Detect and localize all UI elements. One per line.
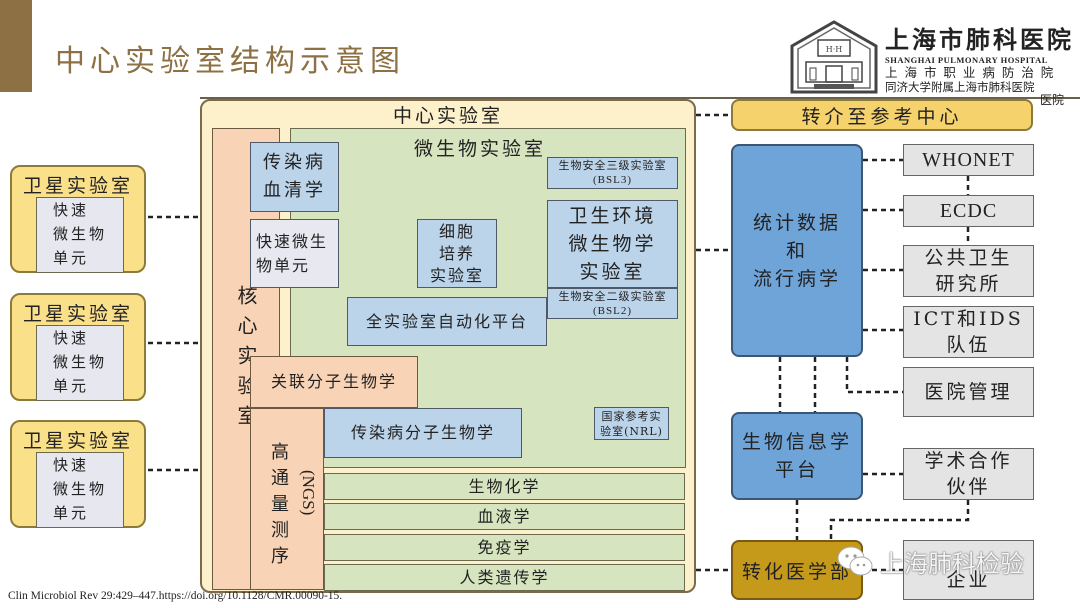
ngs-label: 高通量测序 xyxy=(268,442,289,572)
wechat-icon xyxy=(837,546,873,576)
box-line: 和 xyxy=(785,239,808,262)
box-line: (BSL2) xyxy=(593,304,632,317)
box-line: 验室(NRL) xyxy=(600,424,663,438)
box-line: 企业 xyxy=(946,569,991,591)
statistics-epidemiology: 统计数据 和 流行病学 xyxy=(731,144,863,357)
unit-line: 快速 xyxy=(53,329,90,347)
hospital-logo-text: 上海市肺科医院 SHANGHAI PULMONARY HOSPITAL 上 海 … xyxy=(885,20,1080,95)
hospital-affiliation: 同济大学附属上海市肺科医院 xyxy=(885,80,1035,94)
watermark-text: 上海肺科检验 xyxy=(880,550,1024,578)
partner-ecdc: ECDC xyxy=(903,195,1034,227)
national-reference-lab: 国家参考实 验室(NRL) xyxy=(594,407,669,440)
box-line: (BSL3) xyxy=(593,174,632,186)
dotted-connector xyxy=(829,500,970,540)
box-line: 细胞 xyxy=(438,221,475,241)
box-line: 伙伴 xyxy=(946,476,991,498)
title-divider xyxy=(200,97,1080,99)
box-line: 国家参考实 xyxy=(601,409,662,423)
rapid-micro-unit: 快速 微生物 单元 xyxy=(36,325,124,401)
unit-line: 微生物 xyxy=(53,480,108,498)
box-line: 传染病 xyxy=(263,152,326,173)
ngs-abbr: (NGS) xyxy=(299,470,318,516)
bioinformatics-platform: 生物信息学 平台 xyxy=(731,412,863,500)
lab-automation-platform: 全实验室自动化平台 xyxy=(347,297,547,346)
satellite-lab: 卫星实验室 快速 微生物 单元 xyxy=(10,420,146,528)
box-line: 统计数据 xyxy=(752,211,841,234)
serology-box: 传染病 血清学 xyxy=(250,142,339,212)
rapid-micro-unit: 快速 微生物 单元 xyxy=(36,197,124,273)
box-line: 研究所 xyxy=(935,273,1002,295)
hospital-name-tail: 医院 xyxy=(1040,93,1065,107)
related-molecular-biology: 关联分子生物学 xyxy=(250,356,418,408)
central-lab-title: 中心实验室 xyxy=(392,104,503,127)
partner-industry: 企业 xyxy=(903,540,1034,600)
department-immunology: 免疫学 xyxy=(324,534,685,561)
rapid-micro-unit-box: 快速微生 物单元 xyxy=(250,219,339,288)
infectious-molecular-biology: 传染病分子生物学 xyxy=(324,408,522,458)
unit-line: 快速 xyxy=(53,456,90,474)
box-line: 公共卫生 xyxy=(924,247,1013,269)
satellite-lab: 卫星实验室 快速 微生物 单元 xyxy=(10,293,146,401)
citation: Clin Microbiol Rev 29:429–447.https://do… xyxy=(8,590,343,602)
referral-center: 转介至参考中心 xyxy=(731,99,1033,131)
env-microbiology-lab: 卫生环境 微生物学 实验室 xyxy=(547,200,678,288)
translational-medicine: 转化医学部 xyxy=(731,540,863,600)
unit-line: 微生物 xyxy=(53,353,108,371)
box-line: 实验室 xyxy=(429,265,484,285)
bsl2-lab: 生物安全二级实验室 (BSL2) xyxy=(547,288,678,319)
box-line: 学术合作 xyxy=(924,450,1013,472)
department-human-genetics: 人类遗传学 xyxy=(324,564,685,591)
box-line: ICT和IDS xyxy=(913,308,1024,330)
hospital-building-logo-icon: H·H xyxy=(790,20,878,94)
dotted-connector xyxy=(845,357,903,394)
box-line: 实验室 xyxy=(579,261,646,283)
box-line: 生物安全二级实验室 xyxy=(558,289,667,303)
unit-line: 微生物 xyxy=(53,225,108,243)
accent-bar xyxy=(0,0,32,92)
hospital-name-en: SHANGHAI PULMONARY HOSPITAL xyxy=(885,55,1048,65)
partner-ict-ids: ICT和IDS 队伍 xyxy=(903,306,1034,358)
satellite-lab-title: 卫星实验室 xyxy=(22,175,133,197)
bsl3-lab: 生物安全三级实验室 (BSL3) xyxy=(547,157,678,189)
cell-culture-lab: 细胞 培养 实验室 xyxy=(417,219,497,288)
partner-hospital-management: 医院管理 xyxy=(903,367,1034,417)
box-line: 生物信息学 xyxy=(741,431,852,453)
slide-title: 中心实验室结构示意图 xyxy=(55,44,405,79)
box-line: 卫生环境 xyxy=(568,205,657,227)
partner-academic: 学术合作 伙伴 xyxy=(903,448,1034,500)
department-biochemistry: 生物化学 xyxy=(324,473,685,500)
box-line: 微生物学 xyxy=(568,233,657,255)
box-line: 生物安全三级实验室 xyxy=(558,159,667,172)
box-line: 快速微生 xyxy=(256,231,329,251)
box-line: 血清学 xyxy=(263,180,326,201)
unit-line: 单元 xyxy=(53,249,90,267)
box-line: 流行病学 xyxy=(752,267,841,290)
unit-line: 单元 xyxy=(53,504,90,522)
box-line: 平台 xyxy=(774,459,819,481)
satellite-lab-title: 卫星实验室 xyxy=(22,430,133,452)
unit-line: 单元 xyxy=(53,377,90,395)
partner-whonet: WHONET xyxy=(903,144,1034,176)
box-line: 队伍 xyxy=(946,334,991,356)
department-hematology: 血液学 xyxy=(324,503,685,530)
satellite-lab-title: 卫星实验室 xyxy=(22,303,133,325)
partner-public-health: 公共卫生 研究所 xyxy=(903,245,1034,297)
unit-line: 快速 xyxy=(53,201,90,219)
box-line: 培养 xyxy=(438,243,475,263)
hospital-subname: 上 海 市 职 业 病 防 治 院 xyxy=(885,65,1055,80)
svg-text:H·H: H·H xyxy=(826,45,843,54)
ngs-box xyxy=(250,408,324,590)
hospital-name-cn: 上海市肺科医院 xyxy=(885,25,1074,54)
box-line: 物单元 xyxy=(256,255,311,275)
rapid-micro-unit: 快速 微生物 单元 xyxy=(36,452,124,528)
satellite-lab: 卫星实验室 快速 微生物 单元 xyxy=(10,165,146,273)
microbiology-lab-title: 微生物实验室 xyxy=(413,138,546,160)
